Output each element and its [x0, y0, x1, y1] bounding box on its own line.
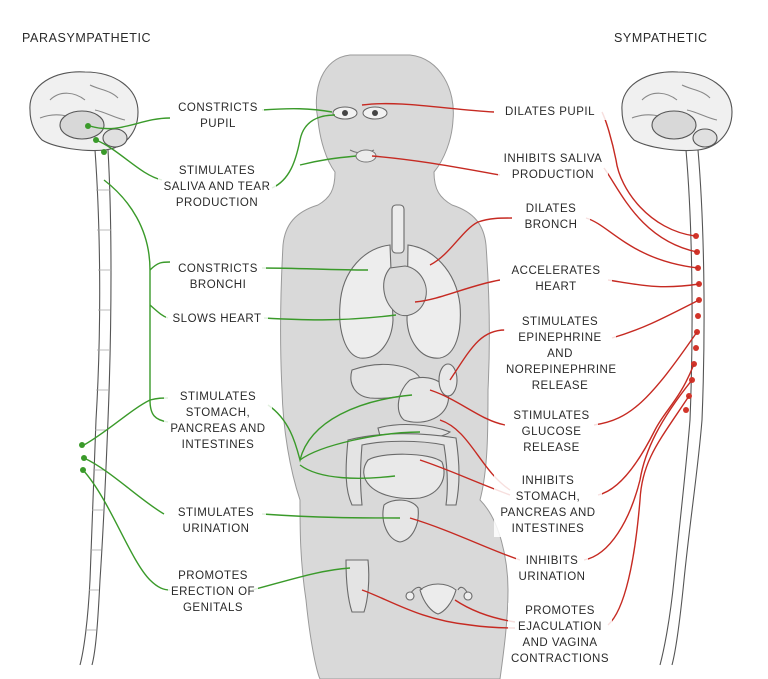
label-constricts-pupil: CONSTRICTS PUPIL: [172, 100, 264, 132]
label-dilates-pupil: DILATES PUPIL: [494, 104, 606, 120]
label-slows-heart: SLOWS HEART: [166, 311, 268, 327]
label-accelerates-heart: ACCELERATES HEART: [500, 263, 612, 295]
label-inhibits-urination: INHIBITS URINATION: [516, 553, 588, 585]
label-inhibits-stomach: INHIBITS STOMACH, PANCREAS AND INTESTINE…: [494, 473, 602, 537]
label-promotes-erection: PROMOTES ERECTION OF GENITALS: [168, 568, 258, 616]
organs: [339, 204, 473, 615]
parasympathetic-nerves: [82, 107, 421, 591]
label-stimulates-urination: STIMULATES URINATION: [166, 505, 266, 537]
parasympathetic-header: PARASYMPATHETIC: [22, 31, 152, 45]
label-stimulates-stomach: STIMULATES STOMACH, PANCREAS AND INTESTI…: [164, 389, 272, 453]
label-promotes-ejaculation: PROMOTES EJACULATION AND VAGINA CONTRACT…: [508, 603, 612, 667]
label-stimulates-saliva-tear: STIMULATES SALIVA AND TEAR PRODUCTION: [158, 163, 276, 211]
left-brain-spine: [29, 71, 139, 666]
label-stimulates-glucose: STIMULATES GLUCOSE RELEASE: [505, 408, 598, 456]
sympathetic-nerves: [361, 102, 700, 629]
sympathetic-header: SYMPATHETIC: [614, 31, 708, 45]
label-constricts-bronchi: CONSTRICTS BRONCHI: [170, 261, 266, 293]
label-dilates-bronch: DILATES BRONCH: [512, 201, 590, 233]
label-inhibits-saliva: INHIBITS SALIVA PRODUCTION: [498, 151, 608, 183]
right-brain-spine: [621, 71, 733, 666]
label-stimulates-epinephrine: STIMULATES EPINEPHRINE AND NOREPINEPHRIN…: [504, 314, 617, 394]
